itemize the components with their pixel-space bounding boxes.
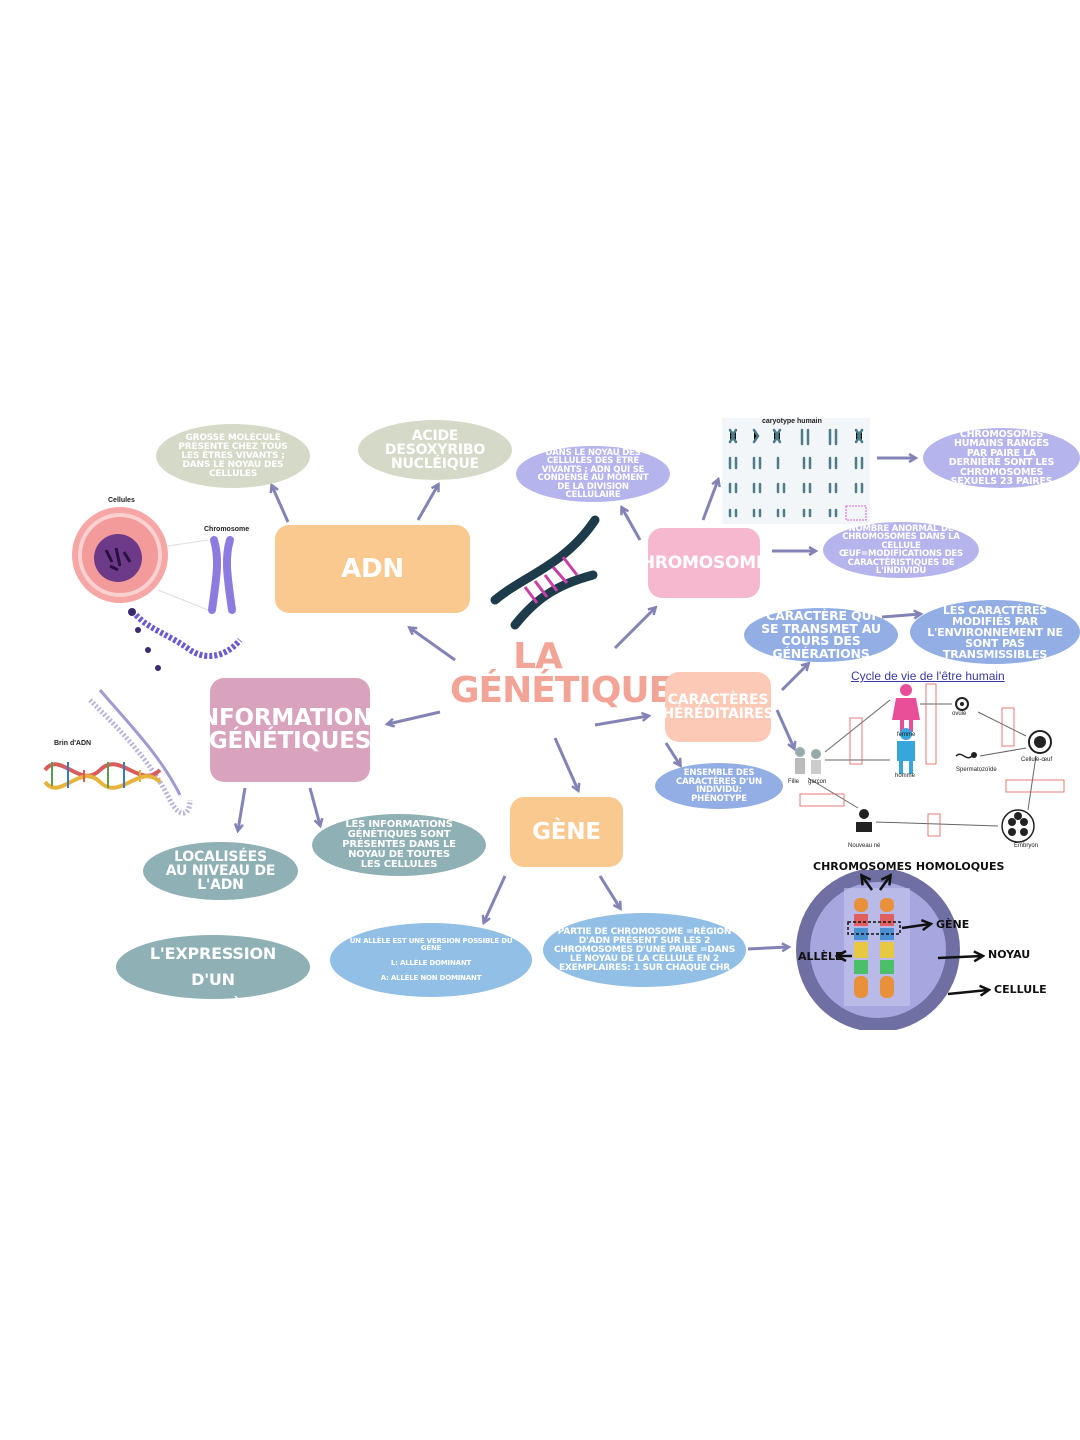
bubble-chromosomes-humains: CHROMOSOMES HUMAINS RANGÉS PAR PAIRE LA … [923,428,1080,488]
node-chromosomes: CHROMOSOMES [629,528,780,598]
homo-gene: GÈNE [936,918,970,931]
label-brin-adn: Brin d'ADN [54,740,92,747]
bubble-localisees: LOCALISÉES AU NIVEAU DE L'ADN [143,842,298,900]
lifecycle-diagram [795,683,1065,843]
allele-line-1: UN ALLÈLE EST UNE VERSION POSSIBLE DU GÈ… [349,937,513,952]
allele-line-3: A: ALLÈLE NON DOMINANT [380,974,482,982]
allele-line-2: L: ALLÈLE DOMINANT [390,959,472,967]
main-title: LA GÉNÉTIQUE [450,636,673,712]
bubble-caracteres-modifies: LES CARACTÈRES MODIFIÉS PAR L'ENVIRONNEM… [910,600,1080,664]
arrow-info-presentes [308,787,320,825]
node-caracteres: CARACTÈRES HÉRÉDITAIRES [663,672,774,742]
arrow-adn-molecule [272,486,290,523]
karyotype-title: caryotype humain [762,418,822,425]
arrow-center-info [388,710,441,724]
homo-noyau: NOYAU [988,948,1031,961]
lc-nouveau-ne: Nouveau né [848,843,881,849]
homo-allele: ALLÈLE [798,950,843,963]
arrow-gene-allele [484,875,507,922]
lifecycle-title: Cycle de vie de l'être humain [851,669,1005,683]
arrow-transmet-modifies [881,614,920,617]
arrow-info-localisees [238,787,247,830]
karyotype-image: caryotype humain [722,418,870,524]
node-adn: ADN [275,525,470,613]
arrow-center-adn [410,628,456,662]
bubble-partie-chromosome: PARTIE DE CHROMOSOME =RÉGION D'ADN PRÉSE… [543,913,746,987]
arrow-partie-homo [747,947,788,949]
lc-fille: Fille [788,779,800,785]
bubble-grosse-molecule: GROSSE MOLÉCULE PRÉSENTE CHEZ TOUS LES Ê… [156,424,310,488]
bubble-allele: UN ALLÈLE EST UNE VERSION POSSIBLE DU GÈ… [330,923,532,997]
bubble-phenotype: ENSEMBLE DES CARACTÈRES D'UN INDIVIDU: P… [655,763,783,809]
node-gene: GÈNE [510,797,623,867]
arrow-chrom-karyotype [701,480,718,521]
arrow-carac-transmet [780,664,808,692]
arrow-center-caracteres [594,716,648,727]
arrow-center-chromosomes [613,608,655,650]
lc-femme: femme [897,732,916,738]
label-cellules: Cellules [108,497,135,504]
cell-chromosome-illustration [43,507,243,816]
karyotype-chromosomes [728,428,867,521]
homo-title: CHROMOSOMES HOMOLOQUES [813,860,1005,873]
node-informations: INFORMATIONS GÉNÉTIQUES [192,678,389,782]
lc-spermatozoide: Spermatozoïde [956,767,997,773]
lc-ovule: ovule [952,711,967,717]
arrow-carac-phenotype [664,742,680,765]
bubble-noyau-cellules: DANS LE NOYAU DES CELLULES DES ÊTRE VIVA… [516,446,670,502]
label-chromosome: Chromosome [204,526,250,533]
lc-garcon: garçon [808,779,827,785]
arrow-center-gene [553,737,578,790]
lc-embryon: Embryon [1014,843,1039,849]
arrow-adn-acide [416,485,438,521]
bubble-informations-presentes: LES INFORMATIONS GÉNÉTIQUES SONT PRÉSENT… [312,814,486,876]
arrow-carac-lifecycle [775,709,794,748]
arrow-gene-partie [598,875,620,908]
arrow-chrom-noyau [622,508,642,541]
bubble-nombre-anormal: NOMBRE ANORMAL DE CHROMOSOMES DANS LA CE… [823,522,979,578]
lc-cellule-oeuf: Cellule-œuf [1021,757,1053,763]
homologous-chromosomes-diagram [796,870,1040,1030]
lc-homme: homme [895,773,916,779]
homo-cellule: CELLULE [994,983,1047,996]
bubble-caractere-transmet: CARACTÈRE QUI SE TRANSMET AU COURS DES G… [744,608,898,662]
dna-helix-icon [490,515,600,630]
bubble-acide: ACIDE DESOXYRIBO NUCLÉIQUE [358,420,512,480]
bubble-permet-expression: PERMET L'EXPRESSION D'UN CARACTÈRE [116,919,310,1015]
